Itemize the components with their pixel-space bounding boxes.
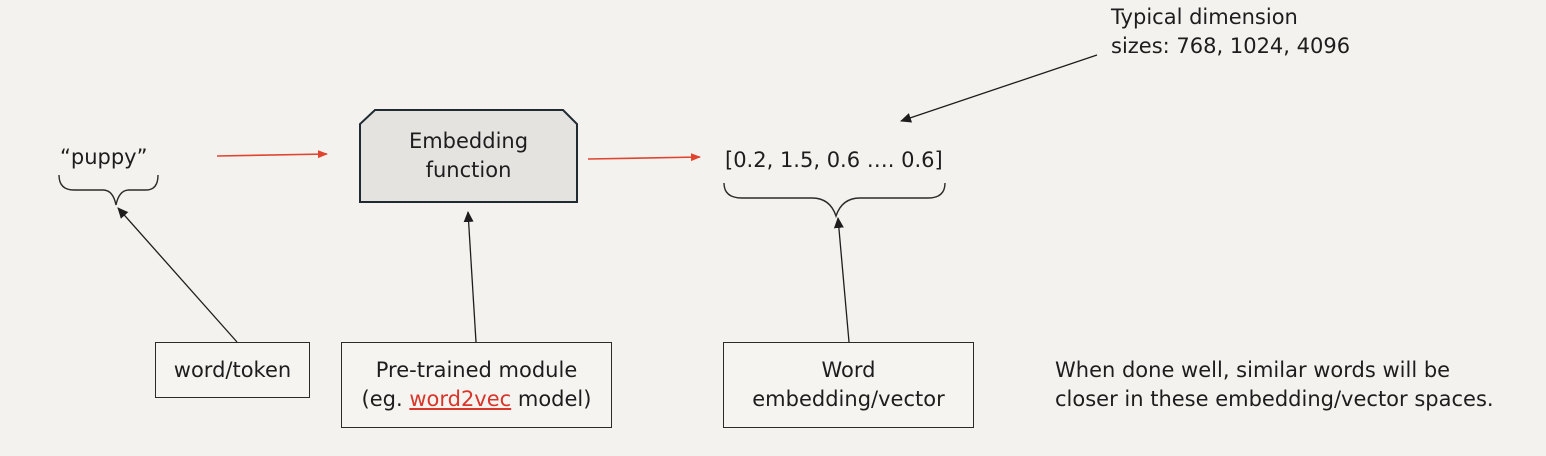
dimension-note-line1: Typical dimension: [1111, 5, 1298, 29]
pretrained-prefix: (eg.: [361, 387, 410, 411]
embedding-function-label: Embedding function: [360, 110, 577, 202]
dimension-note-line2: sizes: 768, 1024, 4096: [1111, 34, 1351, 58]
similarity-note-line2: closer in these embedding/vector spaces.: [1055, 387, 1494, 411]
pointer-arrow-dimension: [900, 54, 1098, 123]
similarity-note-line1: When done well, similar words will be: [1055, 358, 1451, 382]
flow-arrow-1: [216, 150, 328, 159]
word2vec-link[interactable]: word2vec: [409, 387, 512, 411]
flow-arrow-2: [587, 153, 701, 162]
vector-text: [0.2, 1.5, 0.6 …. 0.6]: [725, 148, 943, 172]
word-embedding-line1: Word: [821, 358, 876, 382]
pretrained-suffix: model): [511, 387, 592, 411]
word-brace: [58, 174, 159, 206]
pretrained-module-line1: Pre-trained module: [375, 358, 578, 382]
word-embedding-box: Word embedding/vector: [723, 342, 974, 428]
dimension-note: Typical dimension sizes: 768, 1024, 4096: [1111, 3, 1350, 61]
pointer-arrow-word-token: [117, 207, 238, 343]
embedding-function-line2: function: [425, 158, 512, 182]
pretrained-module-box: Pre-trained module (eg. word2vec model): [341, 342, 612, 428]
vector-brace: [723, 182, 946, 219]
embedding-function-box: [359, 109, 578, 203]
pointer-arrow-pretrained: [463, 211, 477, 343]
pretrained-module-line2: (eg. word2vec model): [362, 385, 592, 414]
similarity-note: When done well, similar words will be cl…: [1055, 356, 1494, 414]
embedding-function-line1: Embedding: [408, 129, 529, 153]
word-token-box: word/token: [155, 342, 310, 398]
word-token-label: word/token: [173, 357, 292, 382]
pointer-arrow-word-embedding: [833, 217, 850, 343]
input-word: “puppy”: [60, 145, 148, 169]
word-embedding-line2: embedding/vector: [752, 387, 945, 411]
